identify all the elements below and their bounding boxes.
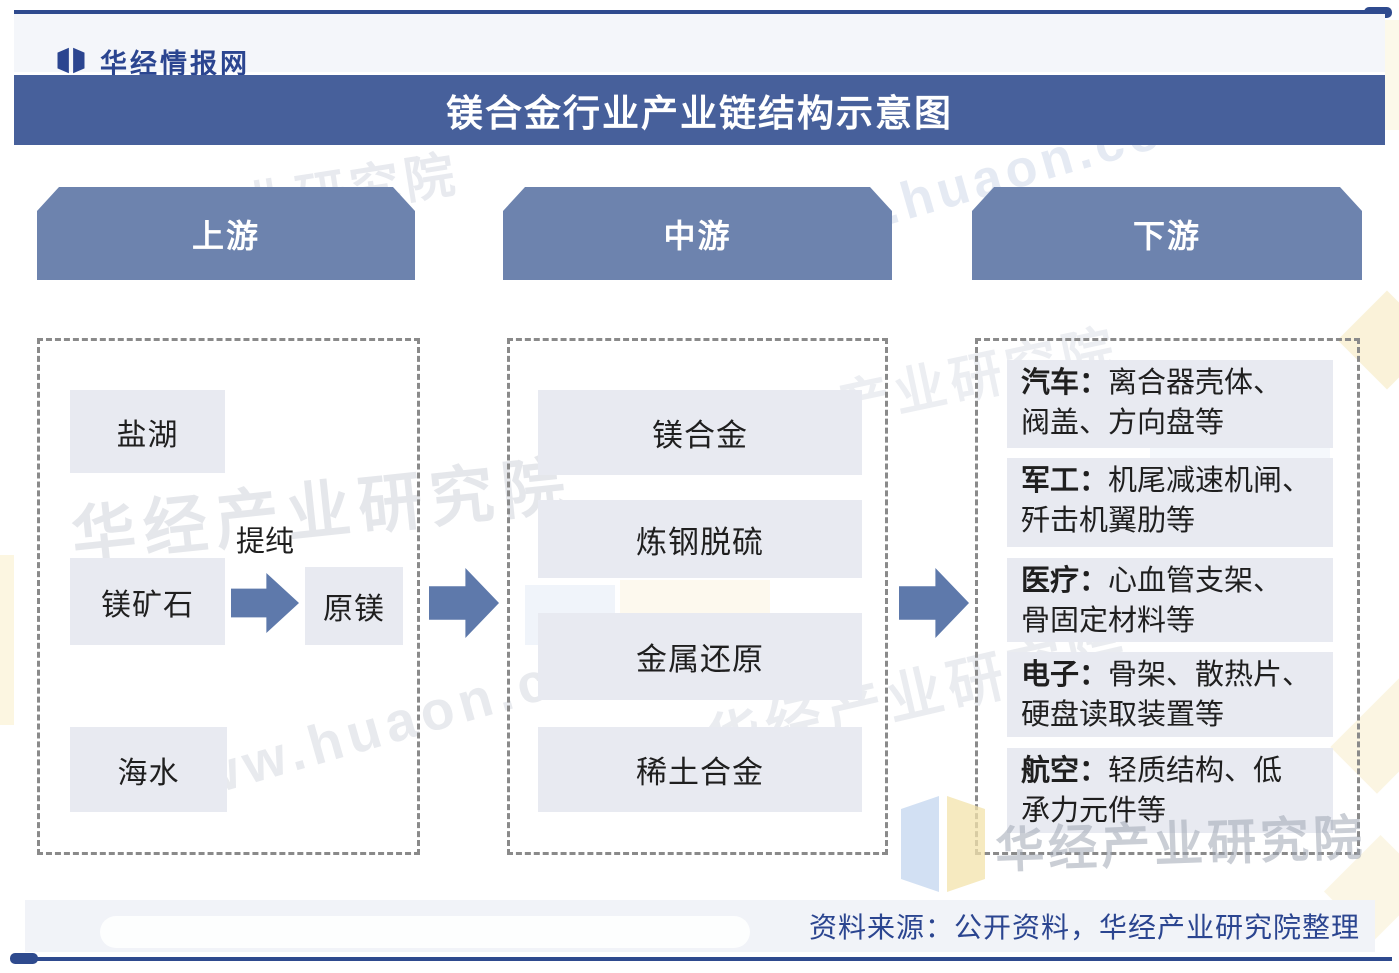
downstream-item-text: 轻质结构、低 承力元件等 <box>1021 755 1283 827</box>
downstream-item-label: 电子： <box>1021 659 1109 691</box>
brand-logo-icon <box>57 47 85 74</box>
downstream-item-military: 军工：机尾减速机闸、 歼击机翼肋等 <box>1007 458 1333 547</box>
downstream-item-text: 心血管支架、 骨固定材料等 <box>1021 565 1283 637</box>
downstream-container <box>975 338 1360 855</box>
brand-header: 华经情报网 <box>14 14 1385 79</box>
node-magnesium-ore: 镁矿石 <box>70 558 225 645</box>
downstream-item-label: 航空： <box>1021 755 1109 787</box>
upstream-container <box>37 338 420 855</box>
purify-process-label: 提纯 <box>235 526 294 558</box>
downstream-item-text: 骨架、散热片、 硬盘读取装置等 <box>1021 659 1312 731</box>
watermark-decor-shape <box>0 555 14 725</box>
top-accent-line <box>14 10 1372 14</box>
source-band: 资料来源：公开资料，华经产业研究院整理 <box>25 900 1375 952</box>
upstream-to-midstream-arrow-icon <box>429 568 499 638</box>
midstream-container <box>507 338 888 855</box>
downstream-item-electronics: 电子：骨架、散热片、 硬盘读取装置等 <box>1007 652 1333 737</box>
column-header-downstream-label: 下游 <box>1132 217 1201 254</box>
downstream-item-text: 离合器壳体、 阀盖、方向盘等 <box>1021 367 1283 439</box>
source-note: 资料来源：公开资料，华经产业研究院整理 <box>808 912 1360 943</box>
top-accent-line-cap <box>1364 7 1392 18</box>
node-seawater: 海水 <box>70 727 227 812</box>
downstream-item-aviation: 航空：轻质结构、低 承力元件等 <box>1007 748 1333 833</box>
node-salt-lake: 盐湖 <box>70 390 225 473</box>
downstream-item-automotive: 汽车：离合器壳体、 阀盖、方向盘等 <box>1007 360 1333 448</box>
watermark-decor-shape <box>1385 20 1399 130</box>
midstream-to-downstream-arrow-icon <box>899 568 969 638</box>
downstream-item-label: 医疗： <box>1021 565 1109 597</box>
downstream-item-label: 军工： <box>1021 465 1109 497</box>
brand-name: 华经情报网 <box>100 49 250 79</box>
node-rare-earth-alloy: 稀土合金 <box>538 727 862 812</box>
node-steel-desulfurization: 炼钢脱硫 <box>538 500 862 578</box>
column-header-midstream-label: 中游 <box>663 217 732 254</box>
node-magnesium-alloy: 镁合金 <box>538 390 862 475</box>
column-header-upstream-label: 上游 <box>191 217 260 254</box>
column-header-midstream: 中游 <box>503 187 892 280</box>
downstream-item-text: 机尾减速机闸、 歼击机翼肋等 <box>1021 465 1312 537</box>
bottom-accent-line <box>14 957 1392 961</box>
bottom-accent-line-cap <box>10 953 38 964</box>
column-header-upstream: 上游 <box>37 187 415 280</box>
node-metal-reduction: 金属还原 <box>538 613 862 700</box>
downstream-item-label: 汽车： <box>1021 367 1109 399</box>
downstream-item-medical: 医疗：心血管支架、 骨固定材料等 <box>1007 558 1333 642</box>
column-header-downstream: 下游 <box>972 187 1362 280</box>
node-primary-magnesium: 原镁 <box>305 567 403 645</box>
title-bar: 镁合金行业产业链结构示意图 <box>14 75 1385 145</box>
page-title: 镁合金行业产业链结构示意图 <box>446 93 953 134</box>
